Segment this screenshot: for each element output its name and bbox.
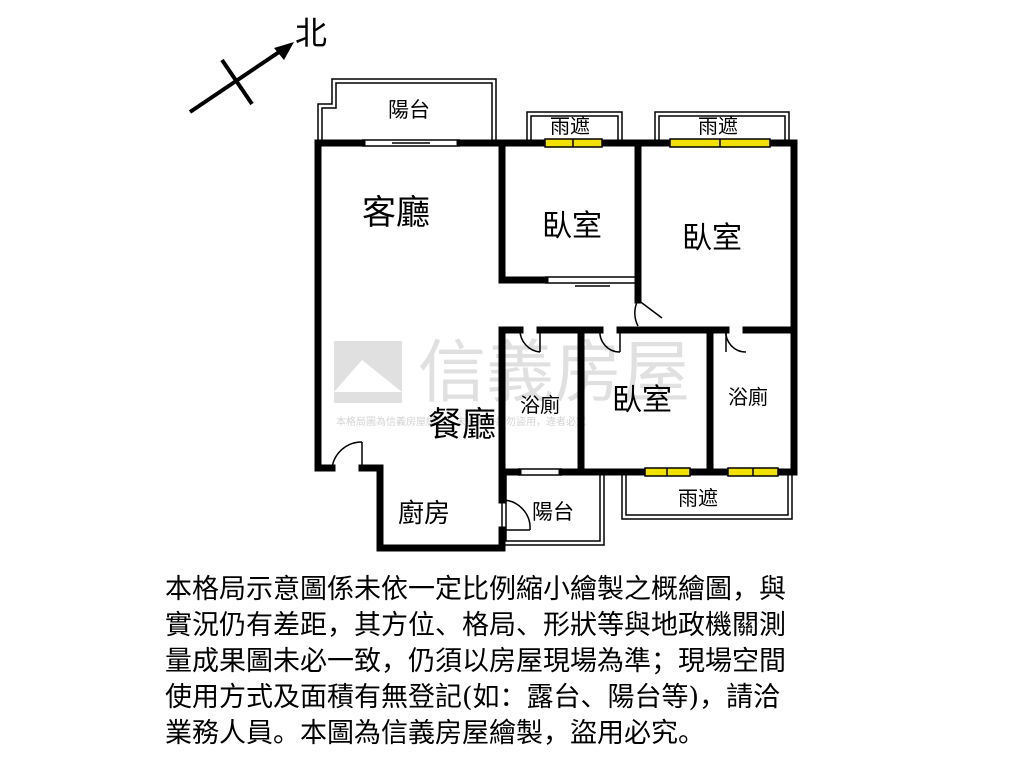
label-dining-room: 餐廳: [428, 405, 496, 445]
label-bathroom-1: 浴廁: [520, 393, 560, 417]
label-awning-1: 雨遮: [550, 114, 590, 138]
label-bedroom-1: 臥室: [542, 209, 602, 244]
label-living-room: 客廳: [362, 193, 430, 233]
label-bedroom-3: 臥室: [612, 383, 672, 418]
watermark: 信義房屋 本格局圖為信義房屋繪製，未經允許請勿盜用，違者必究: [334, 334, 690, 428]
disclaimer-line: 業務人員。本圖為信義房屋繪製，盜用必究。: [165, 718, 705, 749]
sliding-doors: [362, 139, 638, 476]
windows: [544, 138, 779, 477]
label-bathroom-2: 浴廁: [728, 385, 768, 409]
disclaimer-line: 實況仍有差距，其方位、格局、形狀等與地政機關測: [165, 610, 786, 641]
label-balcony-top: 陽台: [388, 98, 430, 122]
watermark-brand: 信義房屋: [418, 334, 690, 413]
watermark-notice: 本格局圖為信義房屋繪製，未經允許請勿盜用，違者必究: [336, 415, 586, 428]
outer-structures: [317, 78, 793, 546]
label-awning-3: 雨遮: [678, 486, 718, 510]
north-label: 北: [295, 14, 327, 52]
label-awning-2: 雨遮: [698, 114, 738, 138]
label-kitchen: 廚房: [398, 499, 450, 529]
label-bedroom-2: 臥室: [682, 221, 742, 256]
label-balcony-bottom: 陽台: [532, 500, 574, 524]
walls: [314, 139, 798, 552]
disclaimer-line: 量成果圖未必一致，仍須以房屋現場為準；現場空間: [165, 646, 786, 677]
disclaimer-text: 本格局示意圖係未依一定比例縮小繪製之概繪圖，與 實況仍有差距，其方位、格局、形狀…: [165, 572, 885, 752]
disclaimer-line: 使用方式及面積有無登記(如：露台、陽台等)，請洽: [165, 682, 781, 713]
floor-plan: 北 信義房屋 本格局圖為信義房屋繪製，未經允許請勿盜用，違者必究: [188, 14, 798, 552]
north-compass-icon: [188, 42, 294, 114]
disclaimer-line: 本格局示意圖係未依一定比例縮小繪製之概繪圖，與: [165, 574, 786, 605]
swing-doors: [331, 299, 747, 531]
